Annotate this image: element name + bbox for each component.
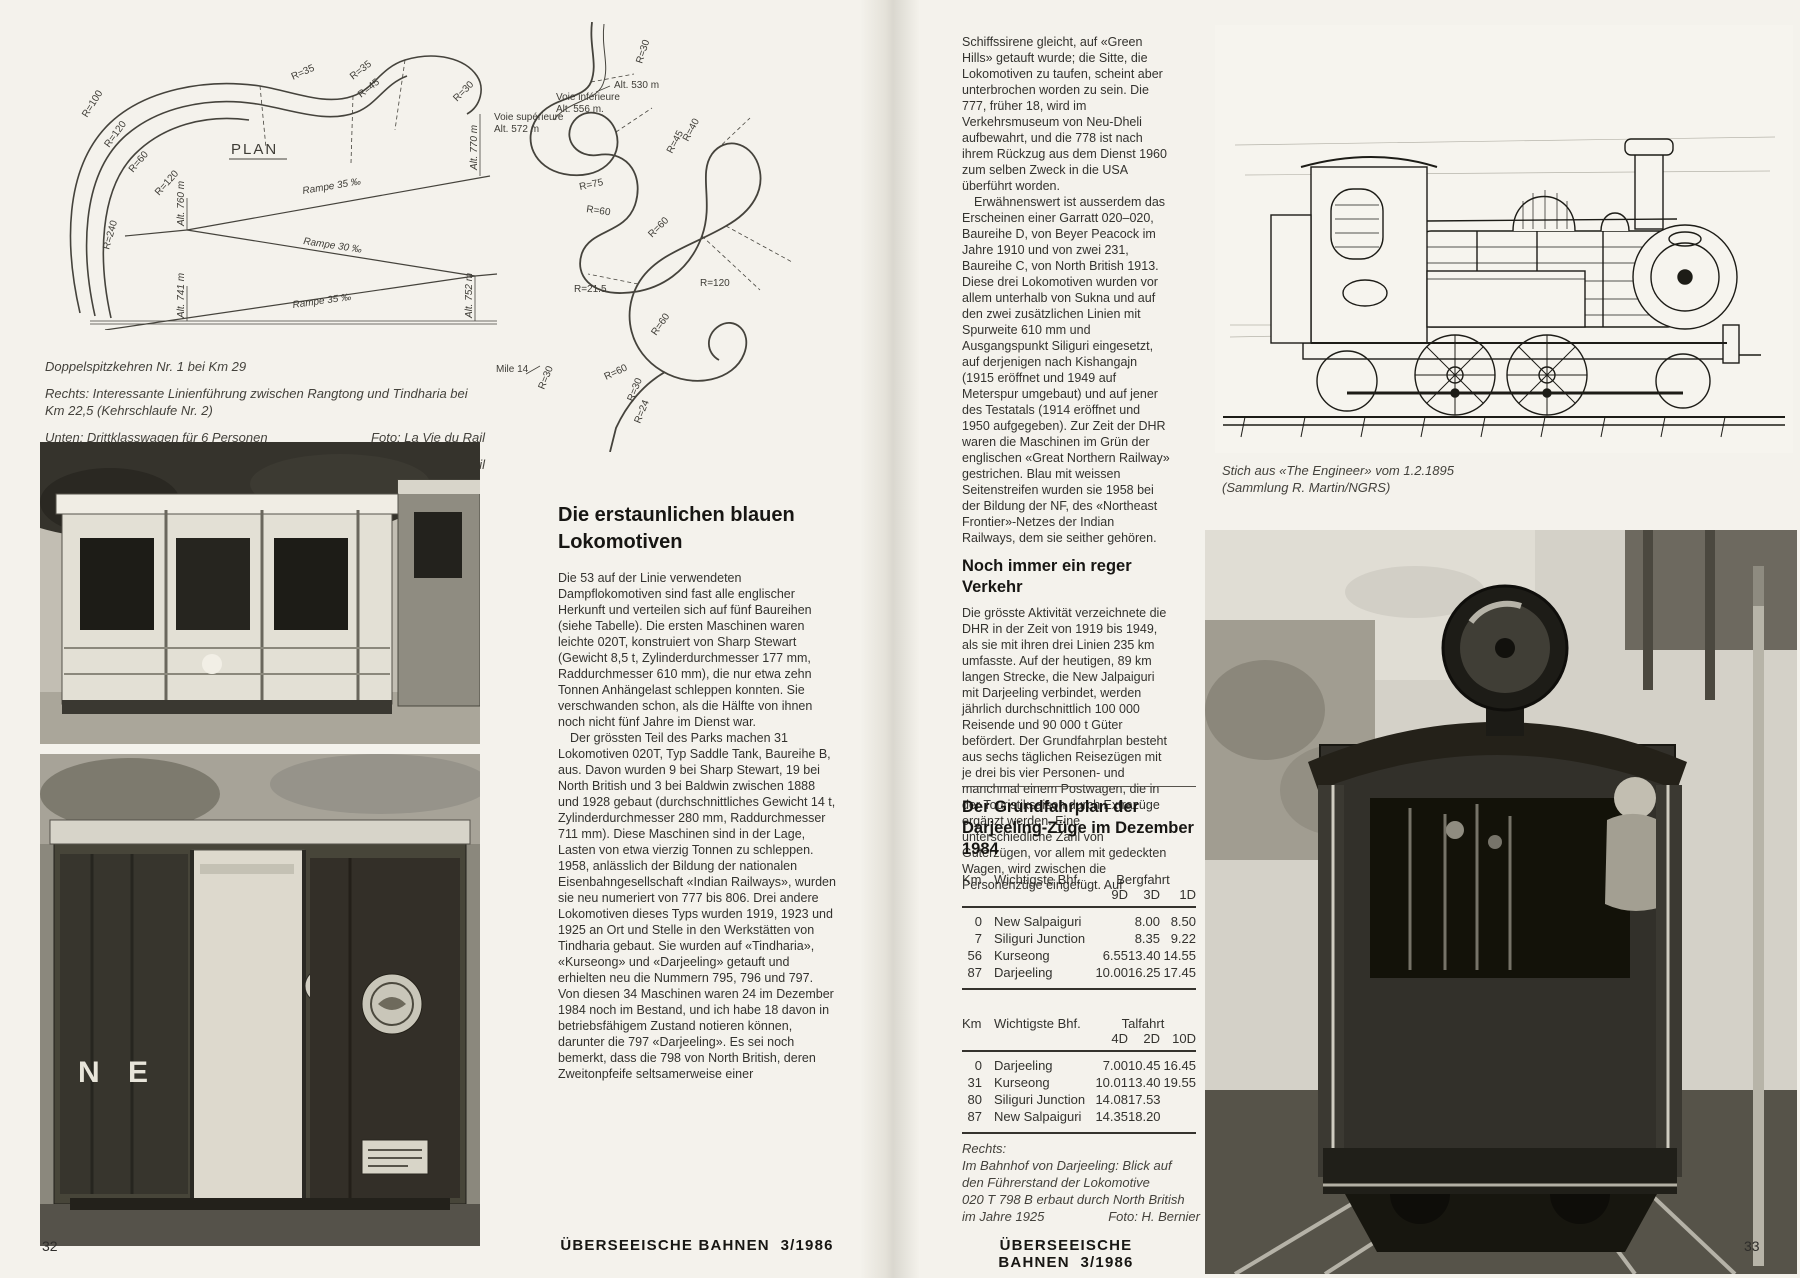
- radius-label: R=75: [578, 177, 604, 193]
- radius-label: R=30: [537, 364, 556, 391]
- upper-track-label: Voie supérieure: [494, 112, 564, 123]
- col-station: Wichtigste Bhf.: [994, 872, 1081, 887]
- journal-issue: 3/1986: [1080, 1254, 1134, 1271]
- radius-label: R=40: [681, 117, 702, 144]
- rule: [962, 786, 1196, 787]
- caption-line: (Sammlung R. Martin/NGRS): [1222, 480, 1391, 495]
- caption-line: 020 T 798 B erbaut durch North British: [962, 1192, 1185, 1207]
- altitude-label: Alt. 770 m: [469, 125, 480, 171]
- col-km: Km: [962, 1016, 982, 1031]
- altitude-label: Alt. 741 m: [176, 273, 187, 319]
- gradient-label: Rampe 35 ‰: [302, 176, 362, 197]
- radius-label: R=35: [290, 63, 317, 83]
- radius-label: R=120: [700, 278, 730, 289]
- plan-title: PLAN: [231, 141, 278, 158]
- article-paragraph: Erwähnenswert ist ausserdem das Erschein…: [962, 195, 1170, 545]
- direction-label: Bergfahrt: [1116, 872, 1170, 887]
- radius-label: R=60: [127, 149, 151, 175]
- page-number-left: 32: [42, 1238, 58, 1254]
- cab-photo-caption: Rechts: Im Bahnhof von Darjeeling: Blick…: [962, 1140, 1200, 1225]
- lower-track-label: Voie inférieure: [556, 92, 620, 103]
- timetable-title: Der Grundfahrplan der Darjeeling-Züge im…: [962, 798, 1194, 858]
- photo-credit: Foto: H. Bernier: [1108, 1209, 1200, 1224]
- plan-diagram: PLAN R=100 R=120 R=60 R=120 R=240 R=35 R…: [69, 55, 498, 330]
- caption-line: Im Bahnhof von Darjeeling: Blick auf: [962, 1158, 1172, 1173]
- journal-title: ÜBERSEEISCHE BAHNEN: [560, 1237, 770, 1254]
- article-right-column: Schiffssirene gleicht, auf «Green Hills»…: [962, 34, 1170, 893]
- photo-third-class-wagon: [40, 442, 480, 744]
- photo-credit: Foto: La Vie du Rail: [371, 430, 485, 445]
- photo-locomotive-cab: [1205, 530, 1797, 1274]
- photo-wagon-closed-door: N E 3: [40, 754, 480, 1246]
- engraving-caption: Stich aus «The Engineer» vom 1.2.1895 (S…: [1222, 462, 1552, 496]
- altitude-top-label: Alt. 530 m: [614, 80, 659, 91]
- caption-line: Rechts:: [962, 1141, 1007, 1156]
- engraving-locomotive: [1215, 25, 1793, 453]
- radius-label: R=60: [646, 215, 671, 240]
- train-number: 3D: [1143, 887, 1160, 902]
- caption-text: Doppelspitzkehren Nr. 1 bei Km 29: [45, 359, 247, 374]
- upper-track-label: Alt. 572 m: [494, 124, 539, 135]
- article-paragraph: Schiffssirene gleicht, auf «Green Hills»…: [962, 35, 1167, 193]
- lower-track-label: Alt. 556 m.: [556, 104, 604, 115]
- journal-footer-right: ÜBERSEEISCHE BAHNEN 3/1986: [935, 1237, 1197, 1271]
- section-heading: Noch immer ein reger Verkehr: [962, 557, 1132, 596]
- loop-diagram: Alt. 530 m Voie supérieure Alt. 572 m Vo…: [494, 22, 793, 452]
- timetable-uphill-header: Km Wichtigste Bhf. Bergfahrt 9D 3D 1D: [962, 872, 1196, 908]
- train-number: 2D: [1143, 1031, 1160, 1046]
- mile-label: Mile 14: [496, 364, 529, 375]
- radius-label: R=60: [649, 311, 672, 337]
- caption-text: Unten: Drittklasswagen für 6 Personen: [45, 430, 268, 445]
- article-heading: Die erstaunlichen blauen Lokomotiven: [558, 504, 795, 553]
- caption-text: Rechts: Interessante Linienführung zwisc…: [45, 386, 468, 418]
- altitude-label: Alt. 752 m: [464, 273, 475, 319]
- train-number: 1D: [1179, 887, 1196, 902]
- article-paragraph: Der grössten Teil des Parks machen 31 Lo…: [558, 731, 836, 1081]
- timetable-downhill-header: Km Wichtigste Bhf. Talfahrt 4D 2D 10D: [962, 1016, 1196, 1052]
- radius-label: R=30: [634, 38, 652, 65]
- wagon-lettering: N E: [78, 1056, 158, 1089]
- article-paragraph: Die 53 auf der Linie verwendeten Dampflo…: [558, 571, 813, 729]
- article-paragraph: Die grösste Aktivität verzeichnete die D…: [962, 606, 1167, 892]
- page-number-right: 33: [1744, 1238, 1760, 1254]
- direction-label: Talfahrt: [1121, 1016, 1165, 1031]
- radius-label: R=60: [603, 362, 630, 382]
- journal-footer-left: ÜBERSEEISCHE BAHNEN 3/1986: [558, 1237, 836, 1254]
- radius-label: R=30: [451, 79, 476, 104]
- journal-title: ÜBERSEEISCHE BAHNEN: [998, 1237, 1133, 1271]
- radius-label: R=240: [101, 219, 120, 251]
- timetable: Der Grundfahrplan der Darjeeling-Züge im…: [962, 786, 1196, 1134]
- caption-line: im Jahre 1925: [962, 1209, 1045, 1224]
- caption-line: Stich aus «The Engineer» vom 1.2.1895: [1222, 463, 1454, 478]
- journal-issue: 3/1986: [780, 1237, 834, 1254]
- article-left: Die erstaunlichen blauen Lokomotiven Die…: [558, 502, 836, 1082]
- altitude-label: Alt. 760 m: [176, 181, 187, 227]
- page-fold-shadow: [860, 0, 920, 1278]
- train-number: 10D: [1172, 1031, 1196, 1046]
- radius-label: R=35: [348, 59, 374, 83]
- radius-label: R=21.5: [574, 284, 607, 295]
- col-station: Wichtigste Bhf.: [994, 1016, 1081, 1031]
- radius-label: R=60: [586, 204, 612, 218]
- train-number: 4D: [1111, 1031, 1128, 1046]
- gradient-label: Rampe 35 ‰: [292, 292, 352, 311]
- col-km: Km: [962, 872, 982, 887]
- caption-line: den Führerstand der Lokomotive: [962, 1175, 1150, 1190]
- radius-label: R=100: [80, 88, 105, 119]
- train-number: 9D: [1111, 887, 1128, 902]
